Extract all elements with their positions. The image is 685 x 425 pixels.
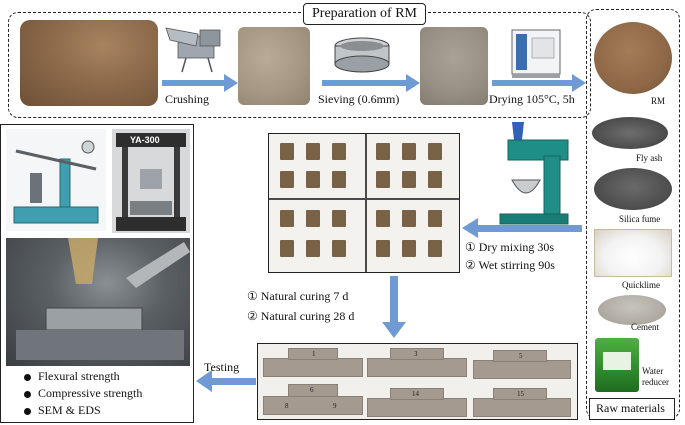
mixing-step2: ② Wet stirring 90s <box>465 258 555 272</box>
bar-label: 3 <box>414 350 418 358</box>
raw-materials-title: Raw materials <box>596 401 665 415</box>
bar-label: 8 <box>285 402 289 410</box>
sem-photo <box>6 238 190 366</box>
preparation-title: Preparation of RM <box>303 3 426 25</box>
bar-label: 5 <box>519 352 523 360</box>
flexural-machine-photo <box>6 129 106 231</box>
soil-photo <box>20 20 158 106</box>
mixing-step1: ① Dry mixing 30s <box>465 240 555 254</box>
bar-label: 14 <box>412 390 419 398</box>
test-item-bullet <box>24 408 31 415</box>
fly-ash-label: Fly ash <box>636 153 663 163</box>
bar-label: 6 <box>310 386 314 394</box>
rm-photo <box>594 22 672 94</box>
cement-photo <box>598 295 666 325</box>
curing-step2: ② Natural curing 28 d <box>247 309 355 323</box>
curing-step1: ① Natural curing 7 d <box>247 289 349 303</box>
water-reducer-photo <box>595 338 639 392</box>
samples-divider-v <box>365 134 367 272</box>
samples-divider-h <box>269 198 459 200</box>
quicklime-label: Quicklime <box>622 280 660 290</box>
crushing-label: Crushing <box>165 92 210 106</box>
machine-label: YA-300 <box>130 135 160 145</box>
compression-machine-photo <box>112 129 190 233</box>
preparation-group <box>8 12 591 118</box>
silica-fume-photo <box>594 168 672 210</box>
test-item-sem: SEM & EDS <box>38 403 101 417</box>
sieved-powder-photo <box>420 27 488 105</box>
test-item-compressive: Compressive strength <box>38 386 143 400</box>
testing-label: Testing <box>204 360 240 374</box>
bar-label: 9 <box>333 402 337 410</box>
sieving-label: Sieving (0.6mm) <box>318 92 400 106</box>
crushed-powder-photo <box>238 27 310 105</box>
quicklime-photo <box>594 229 672 277</box>
bar-label: 1 <box>312 350 316 358</box>
testing-group <box>0 124 194 423</box>
raw-materials-title-box <box>589 398 675 420</box>
cement-label: Cement <box>631 322 659 332</box>
fly-ash-photo <box>592 117 668 149</box>
silica-fume-label: Silica fume <box>619 214 661 224</box>
drying-label: Drying 105°C, 5h <box>489 92 575 106</box>
rm-label: RM <box>651 96 666 106</box>
bar-label: 15 <box>517 390 524 398</box>
test-item-bullet <box>24 374 31 381</box>
test-item-flexural: Flexural strength <box>38 369 120 383</box>
test-item-bullet <box>24 391 31 398</box>
water-reducer-label: Water reducer <box>642 366 669 387</box>
